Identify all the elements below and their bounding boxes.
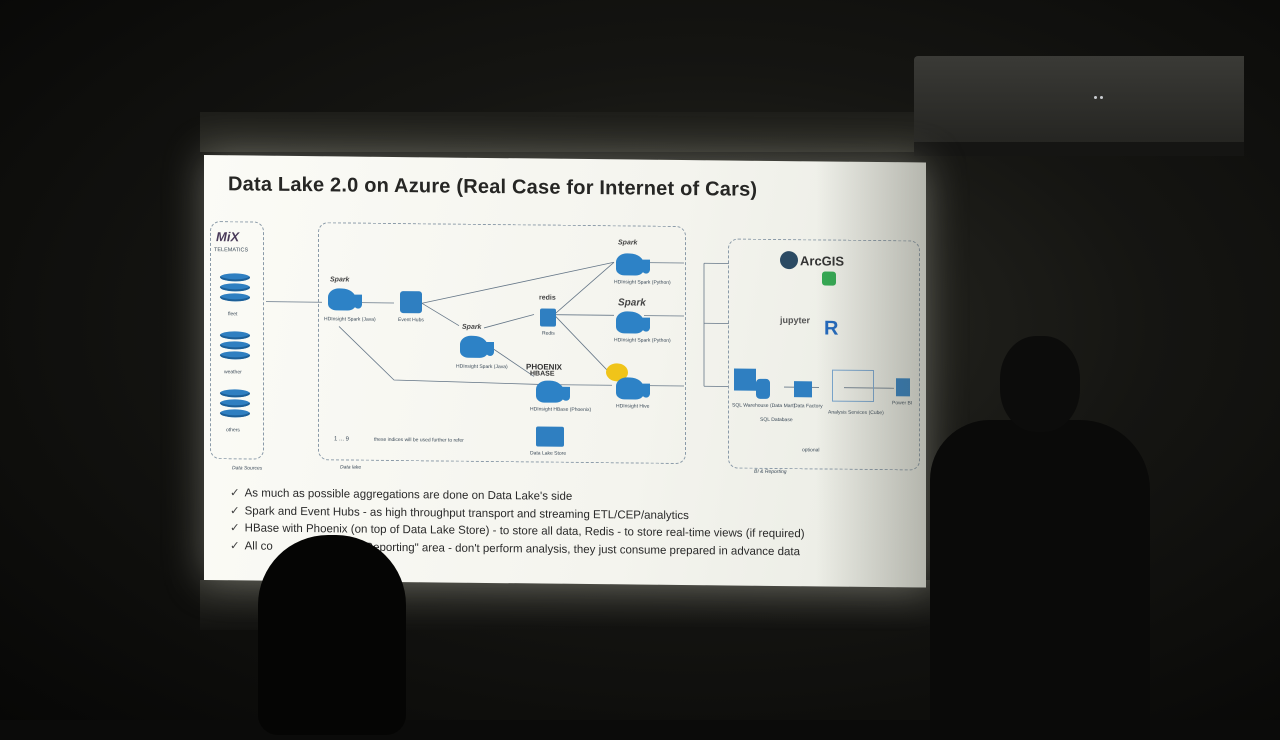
- bi-reporting-panel: [728, 238, 920, 471]
- hdinsight-elephant-icon: [328, 288, 356, 311]
- presenter-silhouette: [900, 330, 1150, 740]
- event-hubs-icon: [400, 291, 422, 314]
- check-icon: ✓: [230, 504, 240, 517]
- spark-logo: Spark: [462, 323, 482, 331]
- node-hbase-phoenix: HDInsight HBase (Phoenix): [530, 406, 592, 414]
- architecture-diagram: MiX TELEMATICS fleet weather others Spar…: [204, 213, 926, 483]
- source-others: others: [226, 427, 240, 434]
- air-conditioner: [914, 56, 1244, 156]
- spark-logo: Spark: [618, 239, 638, 247]
- node-spark-java: HDInsight Spark (Java): [324, 316, 376, 323]
- node-event-hubs: Event Hubs: [398, 317, 424, 324]
- node-analysis: Analysis Services (Cube): [828, 409, 884, 417]
- mix-logo-sub: TELEMATICS: [214, 247, 249, 254]
- hdinsight-elephant-icon: [460, 335, 488, 358]
- check-icon: ✓: [230, 540, 240, 553]
- r-logo: R: [824, 317, 839, 340]
- check-icon: ✓: [230, 487, 240, 500]
- hdinsight-elephant-icon: [616, 253, 644, 276]
- mix-logo: MiX: [216, 229, 240, 245]
- maps-icon: [822, 271, 836, 286]
- analysis-services-icon: [832, 369, 874, 403]
- source-weather: weather: [224, 369, 242, 376]
- arcgis-logo: ArcGIS: [800, 253, 845, 269]
- wall-beam: [200, 112, 930, 152]
- data-lake-store-icon: [536, 426, 564, 447]
- hdinsight-elephant-icon: [616, 311, 644, 334]
- spark-logo: Spark: [618, 297, 646, 309]
- bi-reporting-label: BI & Reporting: [754, 468, 787, 476]
- node-data-lake-store: Data Lake Store: [530, 450, 567, 457]
- optional-label: optional: [802, 447, 820, 454]
- sql-database-icon: [756, 378, 770, 399]
- slide-title: Data Lake 2.0 on Azure (Real Case for In…: [228, 173, 758, 201]
- check-icon: ✓: [230, 522, 240, 535]
- node-redis: Redis: [542, 330, 555, 337]
- node-data-factory: Data Factory: [794, 403, 823, 410]
- redis-logo: redis: [539, 294, 556, 302]
- node-spark-python-2: HDInsight Spark (Python): [614, 337, 671, 344]
- hbase-logo: HBASE: [530, 370, 555, 378]
- node-sql-dw: SQL Warehouse (Data Mart): [732, 402, 796, 410]
- jupyter-logo: jupyter: [780, 315, 811, 326]
- legend-indices: 1 ... 9: [334, 436, 350, 443]
- legend-note: these indices will be used further to re…: [374, 436, 464, 444]
- database-icon: [220, 389, 250, 425]
- database-icon: [220, 331, 250, 367]
- data-factory-icon: [794, 381, 812, 398]
- source-fleet: fleet: [228, 311, 238, 318]
- data-sources-label: Data Sources: [232, 465, 263, 472]
- data-lake-label: Data lake: [340, 464, 362, 471]
- node-hive: HDInsight Hive: [616, 403, 650, 410]
- audience-silhouette: [258, 535, 406, 735]
- node-spark-java-2: HDInsight Spark (Java): [456, 363, 508, 371]
- node-sql-db: SQL Database: [760, 416, 793, 424]
- sql-warehouse-icon: [734, 368, 756, 391]
- arcgis-globe-icon: [780, 251, 798, 270]
- redis-icon: [540, 308, 556, 327]
- projected-slide: Data Lake 2.0 on Azure (Real Case for In…: [204, 155, 926, 588]
- database-icon: [220, 273, 250, 309]
- hdinsight-elephant-icon: [536, 380, 564, 403]
- node-spark-python-1: HDInsight Spark (Python): [614, 279, 671, 286]
- spark-logo: Spark: [330, 276, 350, 284]
- hdinsight-elephant-icon: [616, 377, 644, 400]
